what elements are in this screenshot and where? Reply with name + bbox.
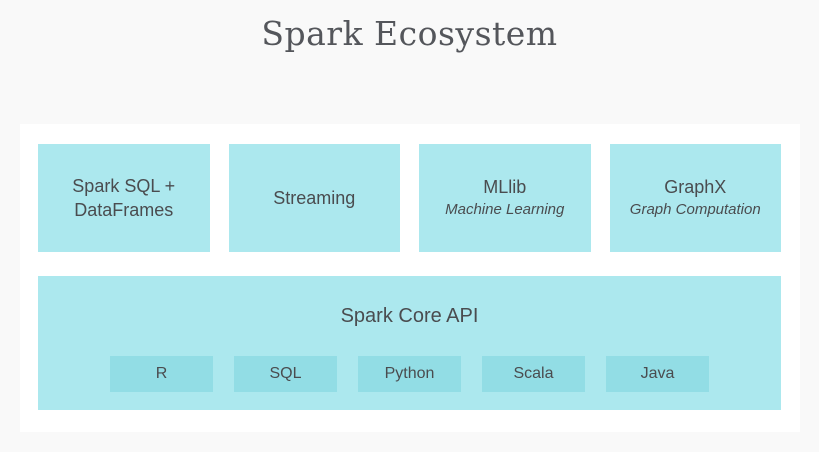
- component-title: Streaming: [273, 188, 356, 208]
- language-box-java: Java: [606, 356, 709, 392]
- language-row: R SQL Python Scala Java: [38, 356, 781, 392]
- component-box-spark-sql: Spark SQL + DataFrames: [38, 144, 210, 252]
- language-box-r: R: [110, 356, 213, 392]
- component-subtitle: Machine Learning: [445, 201, 565, 218]
- page-title: Spark Ecosystem: [261, 14, 558, 53]
- component-title: GraphX: [664, 177, 727, 197]
- component-box-graphx: GraphX Graph Computation: [609, 144, 781, 252]
- language-box-scala: Scala: [482, 356, 585, 392]
- diagram-card: Spark SQL + DataFrames Streaming MLlib M…: [20, 124, 800, 432]
- core-title: Spark Core API: [340, 305, 479, 327]
- component-title: Spark SQL + DataFrames: [72, 176, 176, 220]
- component-box-streaming: Streaming: [228, 144, 400, 252]
- component-subtitle: Graph Computation: [629, 201, 761, 218]
- component-box-mllib: MLlib Machine Learning: [419, 144, 591, 252]
- language-box-python: Python: [358, 356, 461, 392]
- language-box-sql: SQL: [234, 356, 337, 392]
- component-title: MLlib: [483, 177, 527, 197]
- spark-core-api-box: Spark Core API R SQL Python Scala Java: [38, 276, 781, 410]
- component-row: Spark SQL + DataFrames Streaming MLlib M…: [38, 144, 781, 252]
